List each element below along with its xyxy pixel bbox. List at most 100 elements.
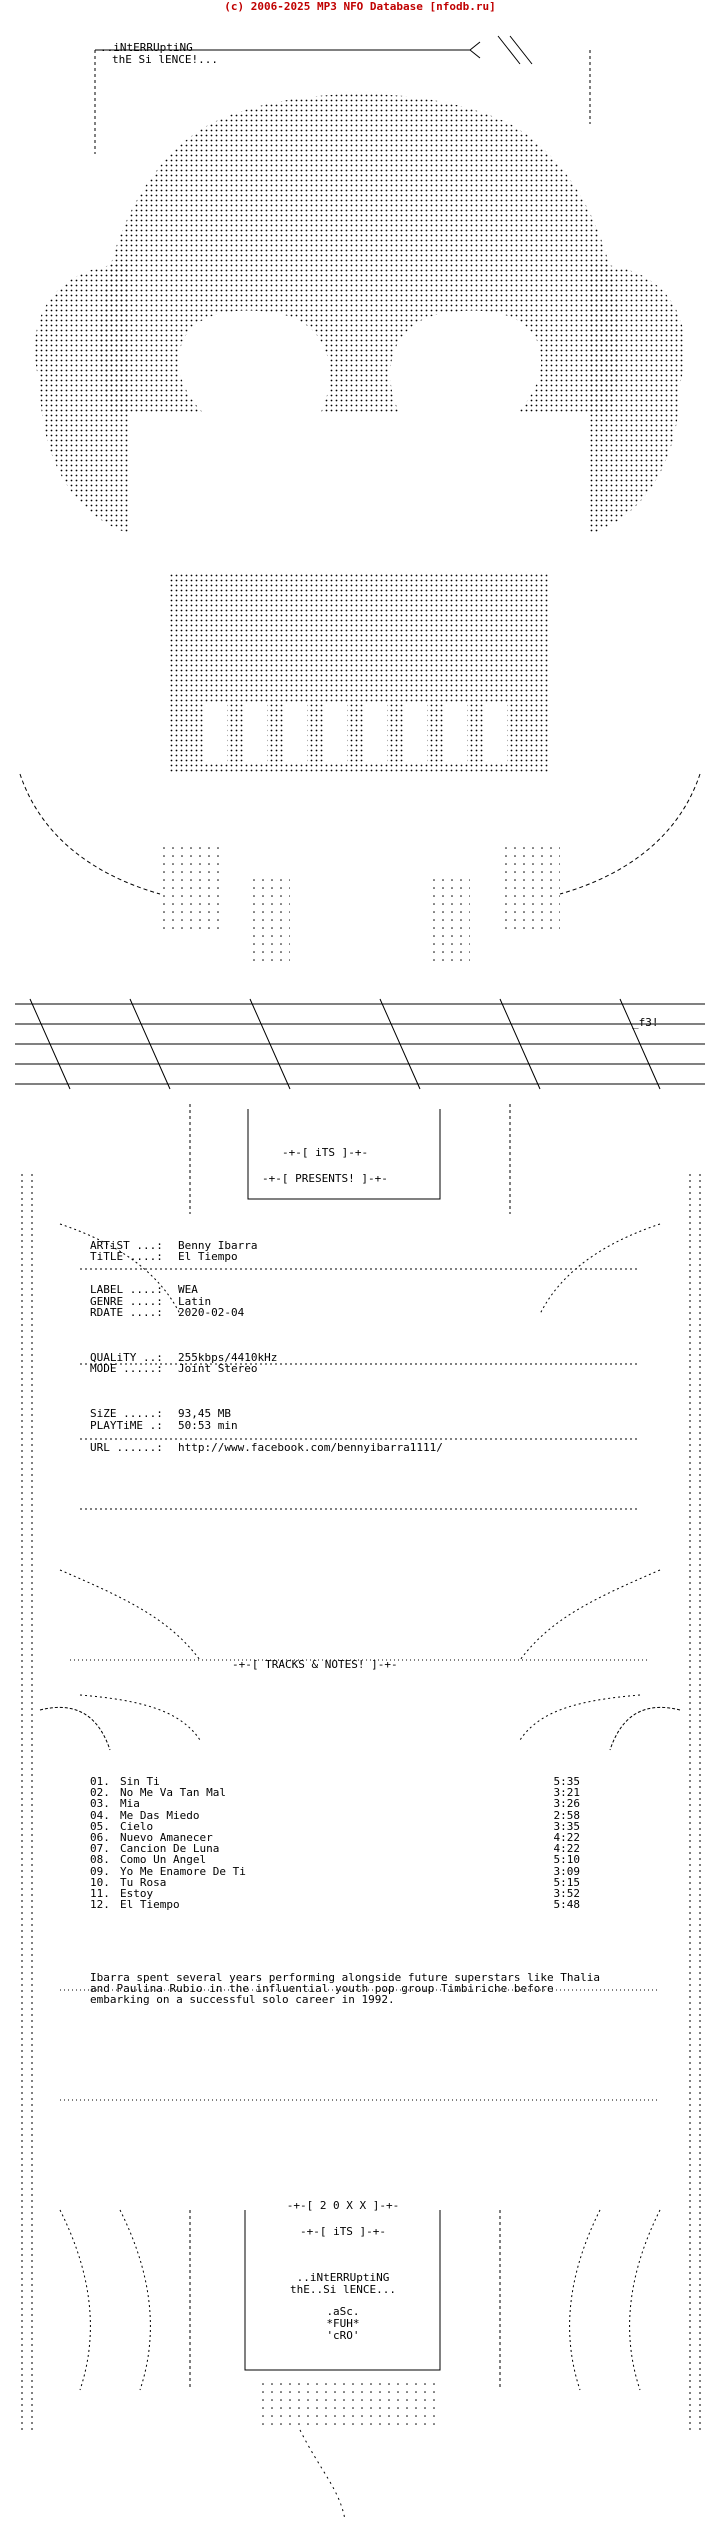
track-time: 4:22 [553, 1831, 581, 1845]
track-label: 10. Tu Rosa [90, 1877, 166, 1888]
track-title: Tu Rosa [120, 1875, 167, 1889]
track-number: 05. [90, 1819, 110, 1833]
track-time: 3:21 [553, 1786, 581, 1800]
presents-label: -+-[ PRESENTS! ]-+- [262, 1172, 388, 1185]
group-title-line2: thE Si lENCE!... [112, 53, 218, 66]
track-number: 01. [90, 1775, 110, 1788]
title-row: TiTLE ....:El Tiempo [90, 1250, 238, 1264]
track-number: 03. [90, 1797, 110, 1811]
tracks-art-canvas [21, 1510, 701, 2521]
track-title: Cielo [120, 1819, 154, 1833]
track-title: Nuevo Amanecer [120, 1831, 213, 1845]
track-time: 4:22 [553, 1842, 581, 1856]
footer-crew-3: 'cRO' [326, 2329, 360, 2342]
track-label: 05. Cielo [90, 1821, 153, 1832]
skull-ascii-art [0, 14, 720, 1614]
footer-group-line2: thE..Si lENCE... [290, 2283, 396, 2296]
track-label: 09. Yo Me Enamore De Ti [90, 1864, 246, 1878]
label-value: WEA [178, 1283, 198, 1297]
track-label: 04. Me Das Miedo [90, 1808, 200, 1822]
track-time: 5:48 [553, 1898, 581, 1912]
footer-crew-1: .aSc. [326, 2305, 360, 2318]
skull-art-canvas [15, 35, 705, 1614]
track-title: Estoy [120, 1887, 154, 1901]
track-time: 3:26 [553, 1797, 581, 1811]
tracks-frame-art [0, 1510, 720, 2540]
tracks-header: -+-[ TRACKS & NOTES! ]-+- [232, 1658, 398, 1671]
label-row: LABEL ....:WEA [90, 1283, 198, 1297]
track-row: 02. No Me Va Tan Mal 3:21 [90, 1787, 580, 1798]
footer-emblem: -+-[ 2 0 X X ]-+- -+-[ iTS ]-+- ..iNtERR… [248, 2200, 438, 2342]
url-row: URL ......:http://www.facebook.com/benny… [90, 1440, 443, 1454]
url-link[interactable]: http://www.facebook.com/bennyibarra1111/ [178, 1440, 443, 1454]
genre-value: Latin [178, 1294, 212, 1308]
track-row: 06.Nuevo Amanecer 4:22 [90, 1832, 580, 1843]
release-info: ARTiST ...:Benny Ibarra TiTLE ....:El Ti… [90, 1240, 443, 1453]
track-number: 10. [90, 1875, 110, 1889]
track-row: 10. Tu Rosa 5:15 [90, 1877, 580, 1888]
track-label: 12. El Tiempo [90, 1899, 180, 1910]
mode-value: Joint Stereo [178, 1362, 258, 1376]
track-row: 09. Yo Me Enamore De Ti 3:09 [90, 1864, 581, 1878]
track-time: 3:35 [553, 1819, 581, 1833]
title-value: El Tiempo [178, 1250, 238, 1264]
track-number: 12. [90, 1898, 110, 1912]
track-title: El Tiempo [120, 1898, 180, 1912]
track-title: Me Das Miedo [120, 1808, 200, 1822]
artist-value: Benny Ibarra [178, 1239, 258, 1252]
track-row: 03. Mia 3:26 [90, 1798, 580, 1809]
footer-group-line1: ..iNtERRUptiNG [296, 2271, 390, 2284]
track-title: Como Un Angel [120, 1853, 207, 1867]
track-label: 07. Cancion De Luna [90, 1843, 219, 1854]
track-time: 2:58 [553, 1808, 581, 1822]
track-label: 03. Mia [90, 1798, 140, 1809]
quality-value: 255kbps/4410kHz [178, 1351, 278, 1365]
track-number: 02. [90, 1786, 110, 1800]
track-row: 04. Me Das Miedo 2:58 [90, 1808, 581, 1822]
genre-row: GENRE ....:Latin [90, 1294, 212, 1308]
track-row: 08. Como Un Angel 5:10 [90, 1854, 580, 1865]
footer-year: -+-[ 2 0 X X ]-+- [286, 2199, 400, 2212]
artist-row: ARTiST ...:Benny Ibarra [90, 1239, 258, 1252]
track-number: 09. [90, 1864, 110, 1878]
track-title: Yo Me Enamore De Ti [120, 1864, 246, 1878]
track-time: 3:52 [553, 1887, 581, 1901]
nfodb-credit: (c) 2006-2025 MP3 NFO Database [nfodb.ru… [224, 0, 496, 13]
track-number: 08. [90, 1853, 110, 1867]
rdate-value: 2020-02-04 [178, 1305, 245, 1319]
group-title-line1: ..iNtERRUptiNG [100, 41, 193, 54]
track-time: 3:09 [553, 1864, 581, 1878]
track-title: Cancion De Luna [120, 1842, 220, 1856]
release-notes: Ibarra spent several years performing al… [90, 1971, 600, 2007]
track-label: 06.Nuevo Amanecer [90, 1832, 213, 1843]
size-row: SiZE .....:93,45 MB [90, 1407, 231, 1421]
playtime-row: PLAYTiME .:50:53 min [90, 1418, 238, 1432]
track-label: 11. Estoy [90, 1888, 153, 1899]
f3-signature: _f3! [632, 1016, 659, 1029]
footer-crew-2: *FUH* [326, 2317, 360, 2330]
track-number: 04. [90, 1808, 110, 1822]
track-label: 01. Sin Ti [90, 1776, 160, 1787]
track-row: 11. Estoy 3:52 [90, 1888, 580, 1899]
track-row: 12. El Tiempo 5:48 [90, 1899, 580, 1910]
mode-row: MODE .....:Joint Stereo [90, 1362, 258, 1376]
track-row: 07. Cancion De Luna 4:22 [90, 1843, 580, 1854]
track-label: 02. No Me Va Tan Mal [90, 1787, 226, 1798]
track-time: 5:10 [553, 1853, 581, 1867]
rdate-row: RDATE ....:2020-02-04 [90, 1305, 245, 1319]
track-title: Sin Ti [120, 1775, 160, 1788]
playtime-value: 50:53 min [178, 1418, 238, 1432]
track-label: 08. Como Un Angel [90, 1854, 206, 1865]
size-value: 93,45 MB [178, 1407, 231, 1421]
track-number: 07. [90, 1842, 110, 1856]
track-row: 05. Cielo 3:35 [90, 1821, 580, 1832]
track-title: No Me Va Tan Mal [120, 1786, 226, 1800]
quality-row: QUALiTY ..:255kbps/4410kHz [90, 1351, 278, 1365]
its-label: -+-[ iTS ]-+- [282, 1146, 369, 1159]
track-number: 11. [90, 1887, 110, 1901]
track-time: 5:15 [553, 1875, 581, 1889]
footer-its: -+-[ iTS ]-+- [299, 2225, 387, 2238]
track-title: Mia [120, 1797, 140, 1811]
